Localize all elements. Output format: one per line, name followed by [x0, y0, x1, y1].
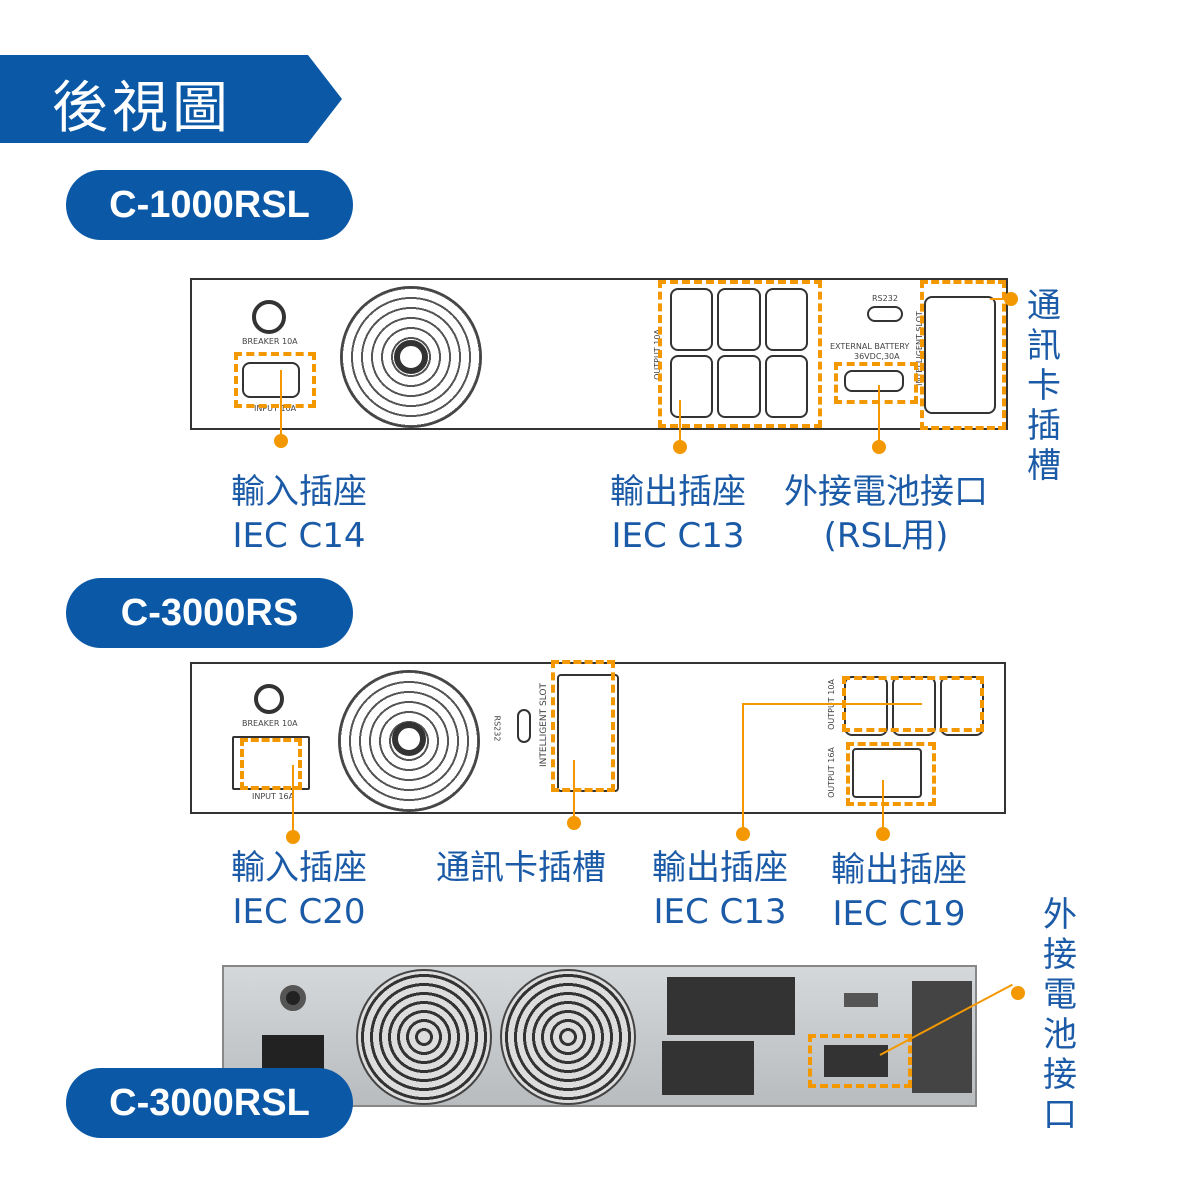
callout-dot: [1004, 292, 1018, 306]
label-line: 輸入插座: [231, 848, 367, 888]
fan-hub: [394, 340, 428, 374]
input-text: INPUT 10A: [254, 404, 297, 413]
label-line: 輸入插座: [231, 472, 367, 512]
rs232-text: RS232: [492, 715, 502, 742]
highlight-output-c19: [846, 742, 936, 806]
output-sockets-c13: [670, 288, 808, 418]
callout-dot: [876, 827, 890, 841]
model-badge-c3000rsl: C-3000RSL: [66, 1068, 353, 1138]
input-text: INPUT 16A: [252, 792, 295, 801]
battery-connector: [844, 370, 904, 392]
output16-text: OUTPUT 16A: [826, 747, 836, 798]
callout-line: [573, 760, 575, 822]
output-socket: [844, 676, 888, 736]
output-socket: [670, 288, 714, 351]
label-line: IEC C13: [653, 892, 787, 932]
ups-rear-panel-c1000rsl: BREAKER 10A INPUT 10A OUTPUT 10A RS232 E…: [190, 278, 1008, 430]
callout-line: [280, 370, 282, 440]
callout-line: [679, 400, 681, 442]
intelligent-slot: [924, 296, 996, 414]
highlight-slot: [551, 660, 615, 792]
callout-dot: [567, 816, 581, 830]
breaker-icon: [252, 300, 286, 334]
label-line: (RSL用): [823, 516, 949, 556]
output-socket: [764, 288, 808, 351]
highlight-input: [240, 738, 302, 790]
callout-line: [742, 703, 744, 833]
highlight-battery: [834, 362, 918, 404]
label-line: IEC C20: [232, 892, 366, 932]
output-socket: [892, 676, 936, 736]
callout-line: [882, 780, 884, 832]
output-socket: [717, 355, 761, 418]
rs232-port: [844, 993, 878, 1007]
callout-line: [742, 703, 922, 705]
callout-dot: [872, 440, 886, 454]
input-socket-c20: [232, 736, 310, 790]
label-card-slot-vertical: 通訊卡插槽: [1027, 286, 1061, 486]
label-ext-battery: 外接電池接口(RSL用): [776, 470, 996, 558]
callout-line: [878, 385, 880, 445]
model-badge-c1000rsl: C-1000RSL: [66, 170, 353, 240]
label-line: 輸出插座: [652, 848, 788, 888]
callout-dot: [1011, 986, 1025, 1000]
ext-battery-text: EXTERNAL BATTERY: [830, 342, 910, 351]
fan-hub: [392, 722, 426, 756]
output-socket: [764, 355, 808, 418]
label-card-slot: 通訊卡插槽: [428, 846, 614, 890]
intelligent-slot: [912, 981, 972, 1093]
output-sockets-c13: [844, 676, 984, 736]
label-line: 外接電池接口: [784, 472, 988, 512]
callout-dot: [274, 434, 288, 448]
label-ext-battery-vertical: 外接電池接口: [1043, 895, 1077, 1135]
fan-icon: [356, 969, 492, 1105]
callout-dot: [673, 440, 687, 454]
label-line: IEC C14: [232, 516, 366, 556]
callout-dot: [286, 830, 300, 844]
slot-text: INTELLIGENT SLOT: [539, 683, 549, 767]
label-line: 通訊卡插槽: [436, 848, 606, 888]
fan-icon: [500, 969, 636, 1105]
rs232-port: [517, 709, 531, 743]
label-line: IEC C13: [611, 516, 745, 556]
breaker-icon: [254, 684, 284, 714]
output-socket-c19: [852, 748, 922, 798]
highlight-input: [234, 352, 316, 408]
battery-rating-text: 36VDC,30A: [854, 352, 900, 361]
output-socket-c19: [662, 1041, 754, 1095]
callout-dot: [736, 827, 750, 841]
output-socket: [717, 288, 761, 351]
callout-line: [292, 765, 294, 837]
highlight-output: [658, 280, 822, 428]
battery-connector: [824, 1045, 888, 1077]
callout-line: [990, 298, 1010, 300]
breaker-text: BREAKER 10A: [242, 719, 298, 728]
rs232-port: [867, 306, 903, 322]
model-badge-c3000rs: C-3000RS: [66, 578, 353, 648]
label-line: 輸出插座: [831, 850, 967, 890]
input-socket-c14: [242, 362, 300, 398]
title-banner: 後視圖: [0, 55, 342, 143]
highlight-battery: [808, 1034, 912, 1088]
rs232-text: RS232: [872, 294, 898, 303]
page-title: 後視圖: [52, 76, 232, 141]
breaker-icon: [280, 985, 306, 1011]
highlight-slot: [920, 280, 1006, 430]
label-line: 輸出插座: [610, 472, 746, 512]
label-line: IEC C19: [832, 894, 966, 934]
intelligent-slot: [557, 674, 619, 792]
breaker-text: BREAKER 10A: [242, 337, 298, 346]
output-sockets-c13: [667, 977, 795, 1035]
output-socket: [670, 355, 714, 418]
